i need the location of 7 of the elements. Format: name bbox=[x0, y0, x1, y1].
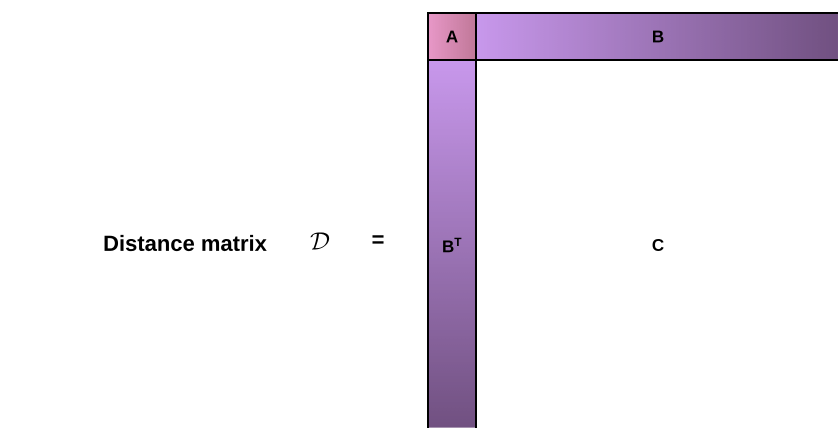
label-text: Distance matrix bbox=[104, 234, 267, 252]
matrix-block: A bbox=[427, 12, 477, 61]
matrix-block: B$^{T}$ bbox=[427, 59, 477, 428]
matrix-block: B bbox=[475, 12, 838, 61]
matrix-symbol: $\mathcal{D}$ bbox=[310, 232, 330, 250]
equals-sign: = bbox=[372, 235, 384, 244]
matrix-block: C bbox=[475, 59, 838, 428]
